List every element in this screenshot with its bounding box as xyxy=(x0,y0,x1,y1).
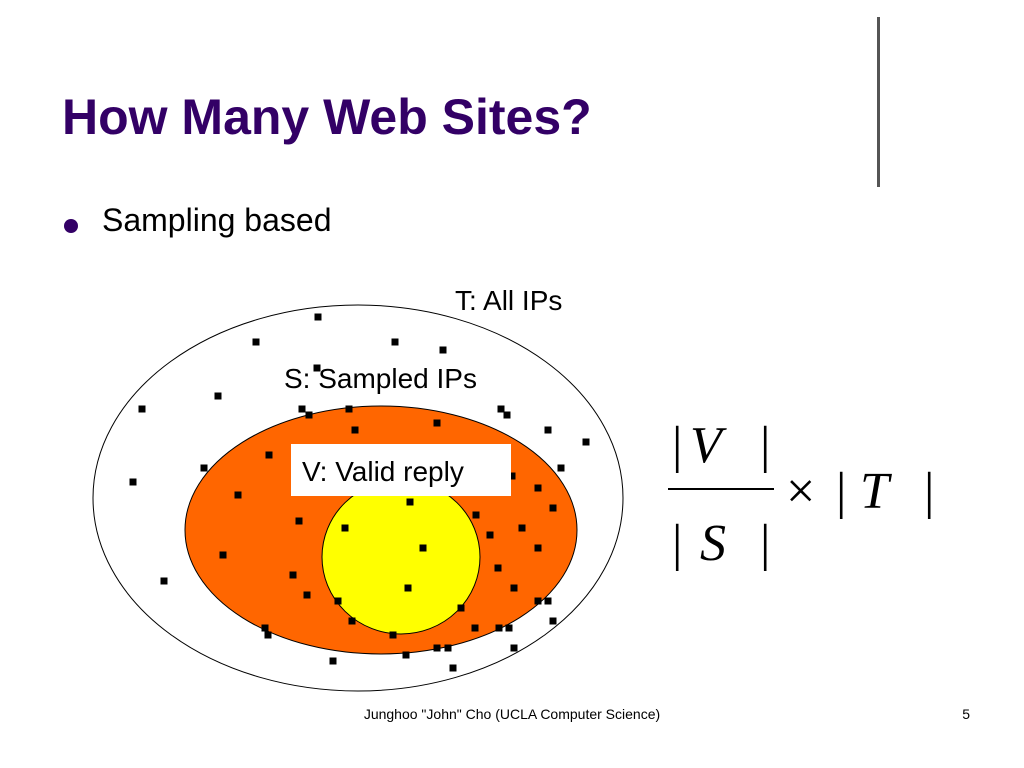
ip-dot xyxy=(295,517,303,525)
times-sign: × xyxy=(786,463,815,520)
ip-dot xyxy=(495,624,503,632)
ip-dot xyxy=(457,604,465,612)
ip-dot xyxy=(329,657,337,665)
page-number: 5 xyxy=(962,706,970,722)
circle-v-valid-reply xyxy=(321,479,481,635)
ip-dot xyxy=(389,631,397,639)
label-t: T: All IPs xyxy=(455,285,562,316)
label-v: V: Valid reply xyxy=(302,456,464,487)
ip-dot xyxy=(391,338,399,346)
ip-dot xyxy=(264,631,272,639)
ip-dot xyxy=(486,531,494,539)
ip-dot xyxy=(503,411,511,419)
ip-dot xyxy=(305,411,313,419)
ip-dot xyxy=(433,419,441,427)
formula-multiplier-bar-right: | xyxy=(924,463,934,520)
ip-dot xyxy=(219,551,227,559)
ip-dot xyxy=(449,664,457,672)
ip-dot xyxy=(404,584,412,592)
formula: | V | | S | × | T | xyxy=(668,417,934,572)
ip-dot xyxy=(419,544,427,552)
ip-dot xyxy=(341,524,349,532)
ip-dot xyxy=(534,484,542,492)
ip-dot xyxy=(289,571,297,579)
ip-dot xyxy=(303,591,311,599)
ip-dot xyxy=(334,597,342,605)
ip-sample-dots xyxy=(129,313,590,672)
label-v-box xyxy=(291,444,511,496)
ip-dot xyxy=(510,584,518,592)
ip-dot xyxy=(508,472,516,480)
label-s: S: Sampled IPs xyxy=(284,363,477,394)
formula-multiplier-bar-left: | xyxy=(836,463,846,520)
formula-numerator-bar-right: | xyxy=(760,417,770,474)
ip-dot xyxy=(313,364,321,372)
ip-dot xyxy=(472,511,480,519)
ip-dot xyxy=(534,597,542,605)
ip-dot xyxy=(261,624,269,632)
formula-numerator: V xyxy=(690,417,727,474)
ip-dot xyxy=(214,392,222,400)
ip-dot xyxy=(129,478,137,486)
formula-multiplier: T xyxy=(860,463,892,520)
ip-dot xyxy=(582,438,590,446)
ip-dot xyxy=(439,346,447,354)
formula-denominator-bar-left: | xyxy=(672,515,682,572)
ip-dot xyxy=(200,464,208,472)
ip-dot xyxy=(265,451,273,459)
formula-denominator: S xyxy=(700,515,726,572)
ip-dot xyxy=(557,464,565,472)
ip-dot xyxy=(345,405,353,413)
ip-dot xyxy=(298,405,306,413)
footer-text: Junghoo "John" Cho (UCLA Computer Scienc… xyxy=(363,706,661,722)
ip-dot xyxy=(234,491,242,499)
title-divider xyxy=(877,17,880,187)
ip-dot xyxy=(497,405,505,413)
bullet-dot-icon xyxy=(64,219,78,233)
ip-dot xyxy=(433,644,441,652)
ip-dot xyxy=(252,338,260,346)
ip-dot xyxy=(138,405,146,413)
ip-dot xyxy=(314,313,322,321)
ip-dot xyxy=(544,426,552,434)
ip-dot xyxy=(406,498,414,506)
ip-dot xyxy=(544,597,552,605)
ip-dot xyxy=(549,617,557,625)
ip-dot xyxy=(494,564,502,572)
formula-denominator-bar-right: | xyxy=(760,515,770,572)
ip-dot xyxy=(505,624,513,632)
ip-dot xyxy=(518,524,526,532)
ip-dot xyxy=(510,644,518,652)
ip-dot xyxy=(549,504,557,512)
bullet-text: Sampling based xyxy=(102,202,332,238)
formula-numerator-bar-left: | xyxy=(672,417,682,474)
ip-dot xyxy=(351,426,359,434)
slide-title: How Many Web Sites? xyxy=(62,89,592,145)
ip-dot xyxy=(160,577,168,585)
ip-dot xyxy=(402,651,410,659)
ip-dot xyxy=(444,644,452,652)
ip-dot xyxy=(534,544,542,552)
ip-dot xyxy=(348,617,356,625)
ip-dot xyxy=(471,624,479,632)
